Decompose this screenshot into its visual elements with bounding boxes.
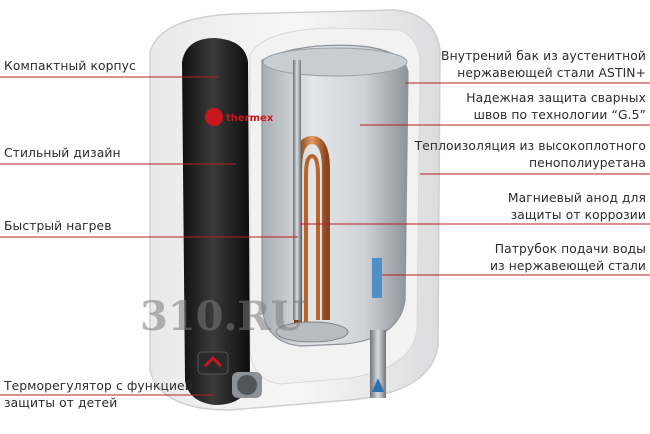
label-thermostat: Терморегулятор с функцией защиты от дете… (4, 379, 193, 410)
label-stylish-design: Стильный дизайн (4, 146, 121, 160)
label-insulation: Теплоизоляция из высокоплотного пенополи… (414, 139, 646, 170)
magnesium-anode (293, 60, 301, 320)
water-flow-arrow-icon (372, 378, 384, 392)
callout-lines (0, 76, 650, 396)
inner-tank-top (262, 47, 408, 77)
thermostat-knob-icon (197, 351, 229, 375)
logo-text: thermex (226, 113, 274, 124)
label-water-inlet: Патрубок подачи воды из нержавеющей стал… (490, 242, 646, 273)
watermark: 310.RU (140, 293, 306, 340)
heating-element-inner (304, 153, 320, 330)
label-weld-protection: Надежная защита сварных швов по технолог… (466, 91, 646, 122)
bottom-flange (275, 321, 349, 343)
label-compact-body: Компактный корпус (4, 59, 136, 73)
label-magnesium-anode: Магниевый анод для защиты от коррозии (507, 191, 646, 222)
water-inlet-pipe (372, 258, 382, 298)
black-front-panel (182, 38, 250, 405)
logo-circle-icon (205, 108, 223, 126)
label-inner-tank: Внутрений бак из аустенитной нержавеющей… (441, 49, 646, 80)
label-fast-heating: Быстрый нагрев (4, 219, 112, 233)
outlet-pipe (370, 330, 386, 398)
thermostat-arrow-icon (203, 355, 223, 368)
